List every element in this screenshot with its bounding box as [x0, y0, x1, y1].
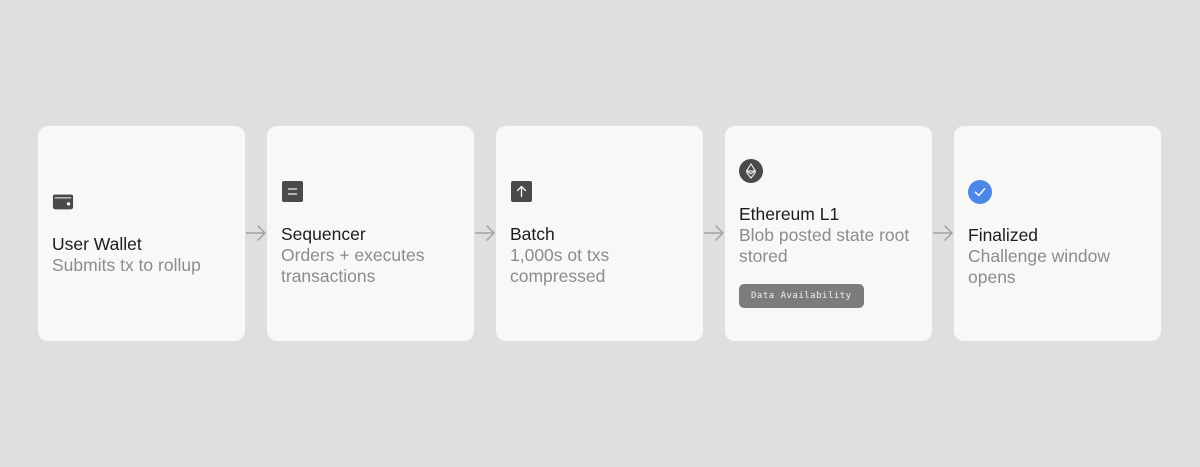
step-description: 1,000s ot txs compressed — [510, 244, 610, 286]
step-card-ethereum-l1: Ethereum L1 Blob posted state root store… — [725, 126, 932, 341]
step-title: Batch — [510, 223, 555, 244]
arrow-right-icon — [475, 225, 495, 241]
arrow-right-icon — [933, 225, 953, 241]
arrow-right-icon — [704, 225, 724, 241]
upload-arrow-icon — [510, 181, 532, 203]
ethereum-icon — [739, 159, 763, 183]
step-title: User Wallet — [52, 234, 142, 254]
wallet-icon — [52, 191, 74, 213]
step-title: Sequencer — [281, 223, 366, 244]
step-card-finalized: Finalized Challenge window opens — [954, 126, 1161, 341]
data-availability-badge: Data Availability — [739, 284, 864, 308]
arrow-right-icon — [246, 225, 266, 241]
step-description: Submits tx to rollup — [52, 255, 201, 275]
step-title: Finalized — [968, 224, 1039, 245]
step-title: Ethereum L1 — [739, 204, 840, 224]
step-card-sequencer: Sequencer Orders + executes transactions — [267, 126, 474, 341]
step-description: Challenge window opens — [968, 245, 1111, 287]
step-card-user-wallet: User Wallet Submits tx to rollup — [38, 126, 245, 341]
step-description: Blob posted state root stored — [739, 225, 910, 266]
check-circle-icon — [968, 179, 992, 204]
list-icon — [281, 181, 303, 203]
step-card-batch: Batch 1,000s ot txs compressed — [496, 126, 703, 341]
step-description: Orders + executes transactions — [281, 244, 425, 286]
